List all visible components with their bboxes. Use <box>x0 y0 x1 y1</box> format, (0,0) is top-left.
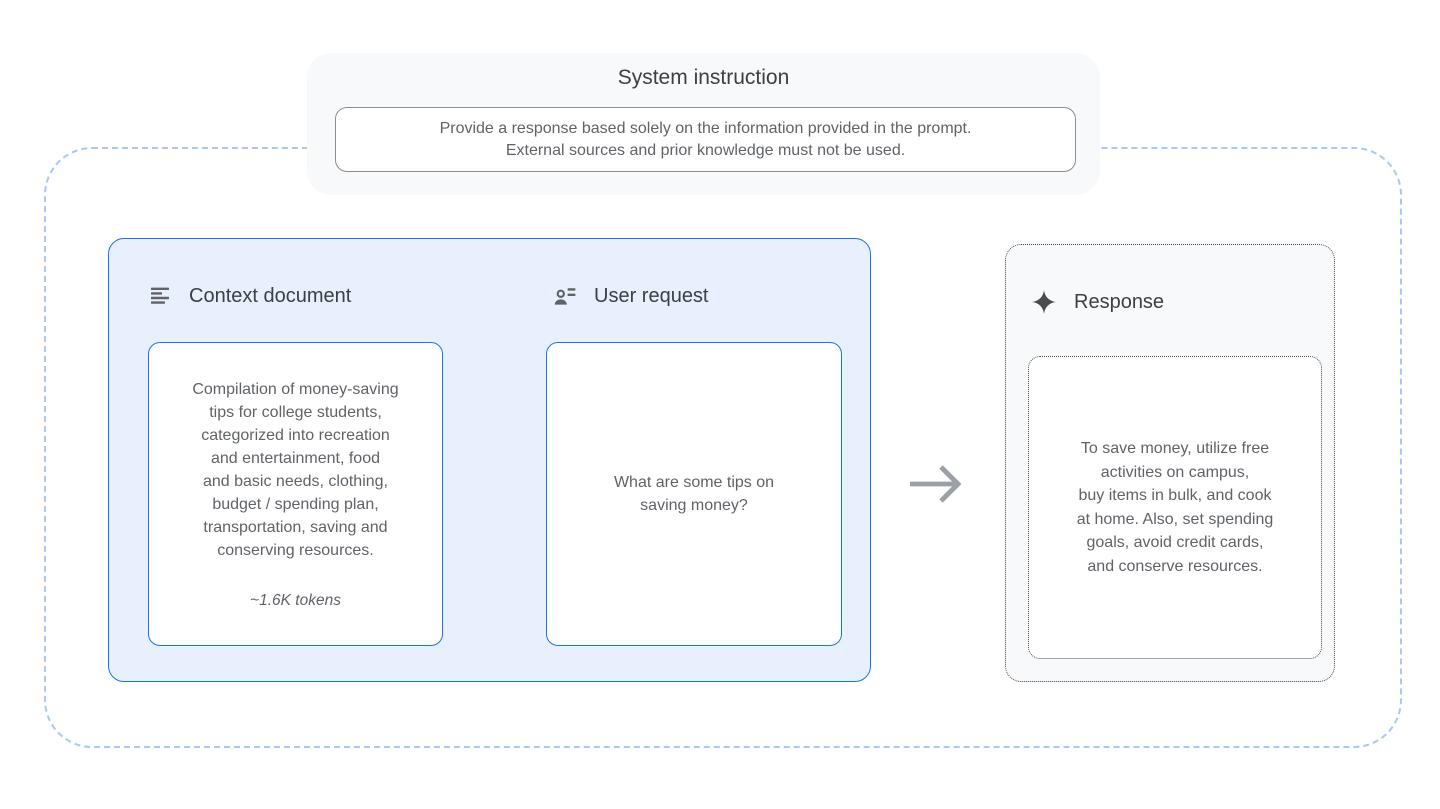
context-document-header: Context document <box>148 284 351 308</box>
prompt-group-box: Context document User request Compilatio… <box>108 238 871 682</box>
user-request-text: What are some tips on saving money? <box>613 474 775 514</box>
response-panel: Response To save money, utilize free act… <box>1005 244 1335 682</box>
context-document-card: Compilation of money-saving tips for col… <box>148 342 443 646</box>
context-document-label: Context document <box>189 284 352 307</box>
document-lines-icon <box>148 284 172 308</box>
system-instruction-panel: System instruction Provide a response ba… <box>307 53 1100 195</box>
arrow-right-icon <box>908 462 964 506</box>
context-document-text: Compilation of money-saving tips for col… <box>192 381 399 559</box>
system-instruction-text: Provide a response based solely on the i… <box>439 119 972 159</box>
token-count-note: ~1.6K tokens <box>250 592 341 609</box>
system-instruction-title: System instruction <box>617 66 790 89</box>
user-request-card: What are some tips on saving money? <box>546 342 842 646</box>
response-label: Response <box>1074 290 1165 313</box>
user-request-label: User request <box>594 284 709 307</box>
sparkle-icon <box>1031 289 1057 315</box>
response-header: Response <box>1031 289 1164 315</box>
response-card: To save money, utilize free activities o… <box>1028 356 1322 659</box>
user-request-header: User request <box>553 284 709 308</box>
response-text: To save money, utilize free activities o… <box>1076 440 1274 575</box>
person-list-icon <box>553 284 577 308</box>
system-instruction-box: Provide a response based solely on the i… <box>335 107 1076 172</box>
